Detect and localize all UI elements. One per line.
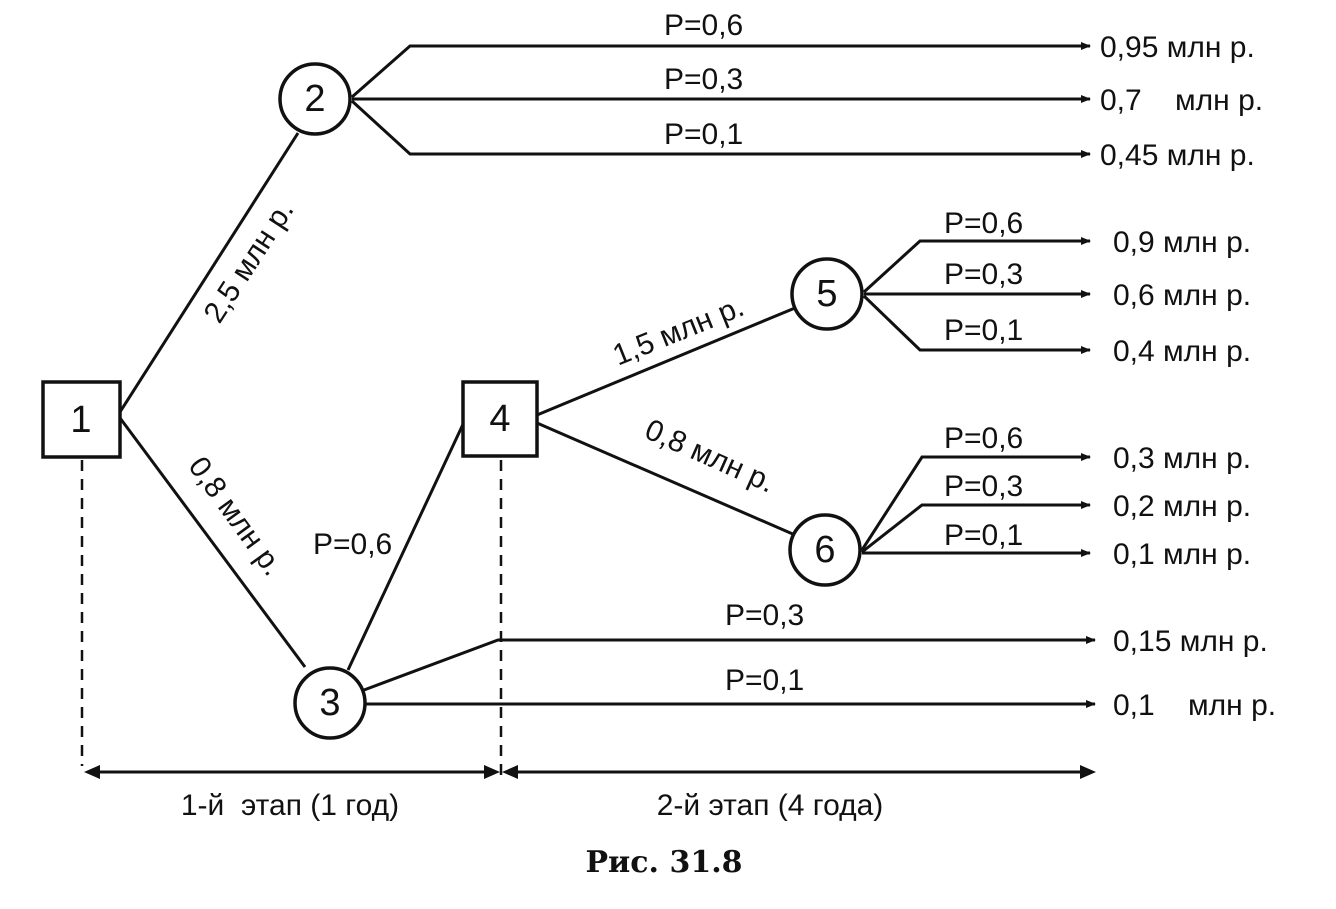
branch-5-p03-prob: P=0,3 — [944, 258, 1023, 291]
node-2-label: 2 — [304, 78, 325, 120]
branch-5-p06 — [862, 237, 1091, 294]
chance-node-3: 3 — [293, 666, 367, 740]
outcome-3-2: 0,1 млн р. — [1113, 689, 1276, 722]
chance-node-5: 5 — [790, 257, 864, 331]
stage2-arrow-left-head — [502, 765, 518, 779]
branch-3-p03-prob: P=0,3 — [725, 599, 804, 632]
decision-node-4: 4 — [461, 380, 539, 458]
node-4-label: 4 — [489, 398, 510, 440]
branch-5-p01 — [862, 294, 1091, 354]
chance-node-6: 6 — [788, 513, 862, 587]
outcome-3-1: 0,15 млн р. — [1113, 625, 1268, 658]
outcome-5-1: 0,9 млн р. — [1113, 226, 1251, 259]
branch-6-p01-prob: P=0,1 — [944, 519, 1023, 552]
stage1-arrow-right-head — [484, 765, 500, 779]
stage2-label: 2-й этап (4 года) — [657, 789, 884, 822]
edge-1-3 — [118, 417, 307, 668]
edge-4-5 — [536, 306, 796, 417]
decision-node-1: 1 — [41, 380, 122, 459]
edge-1-3-label: 0,8 млн р. — [182, 451, 290, 582]
outcome-2-2: 0,7 млн р. — [1100, 84, 1263, 117]
stage1-arrow-left-head — [84, 765, 100, 779]
branch-5-p01-prob: P=0,1 — [944, 314, 1023, 347]
node-3-label: 3 — [319, 682, 340, 724]
outcome-2-3: 0,45 млн р. — [1100, 139, 1255, 172]
branch-6-p03-prob: P=0,3 — [944, 470, 1023, 503]
branch-5-p06-prob: P=0,6 — [944, 207, 1023, 240]
outcome-6-1: 0,3 млн р. — [1113, 442, 1251, 475]
edge-4-6-label: 0,8 млн р. — [640, 413, 780, 499]
branch-2-p01 — [350, 99, 1091, 158]
figure-caption: Рис. 31.8 — [585, 845, 742, 880]
stage1-label: 1-й этап (1 год) — [181, 789, 399, 822]
edge-3-4 — [346, 419, 467, 671]
edge-1-2-label: 2,5 млн р. — [198, 195, 301, 329]
edge-1-2 — [118, 132, 300, 413]
edge-4-6 — [536, 421, 796, 537]
branch-2-p06 — [351, 42, 1091, 99]
branch-3-p01-prob: P=0,1 — [725, 664, 804, 697]
outcome-6-3: 0,1 млн р. — [1113, 538, 1251, 571]
branch-6-p06 — [860, 453, 1091, 551]
stage2-arrow-right-head — [1080, 765, 1096, 779]
branch-2-p06-prob: P=0,6 — [664, 9, 743, 42]
outcome-5-3: 0,4 млн р. — [1113, 335, 1251, 368]
edge-3-4-label: P=0,6 — [313, 528, 392, 561]
branch-6-p06-prob: P=0,6 — [944, 422, 1023, 455]
outcome-2-1: 0,95 млн р. — [1100, 31, 1255, 64]
branch-6-p03 — [861, 501, 1091, 554]
branch-2-p03-prob: P=0,3 — [664, 63, 743, 96]
outcome-6-2: 0,2 млн р. — [1113, 490, 1251, 523]
branch-3-p03 — [363, 636, 1096, 692]
edge-4-5-label: 1,5 млн р. — [608, 290, 748, 372]
chance-node-2: 2 — [278, 62, 352, 136]
node-1-label: 1 — [70, 399, 91, 441]
node-6-label: 6 — [814, 529, 835, 571]
outcome-5-2: 0,6 млн р. — [1113, 279, 1251, 312]
branch-2-p01-prob: P=0,1 — [664, 118, 743, 151]
node-5-label: 5 — [816, 273, 837, 315]
